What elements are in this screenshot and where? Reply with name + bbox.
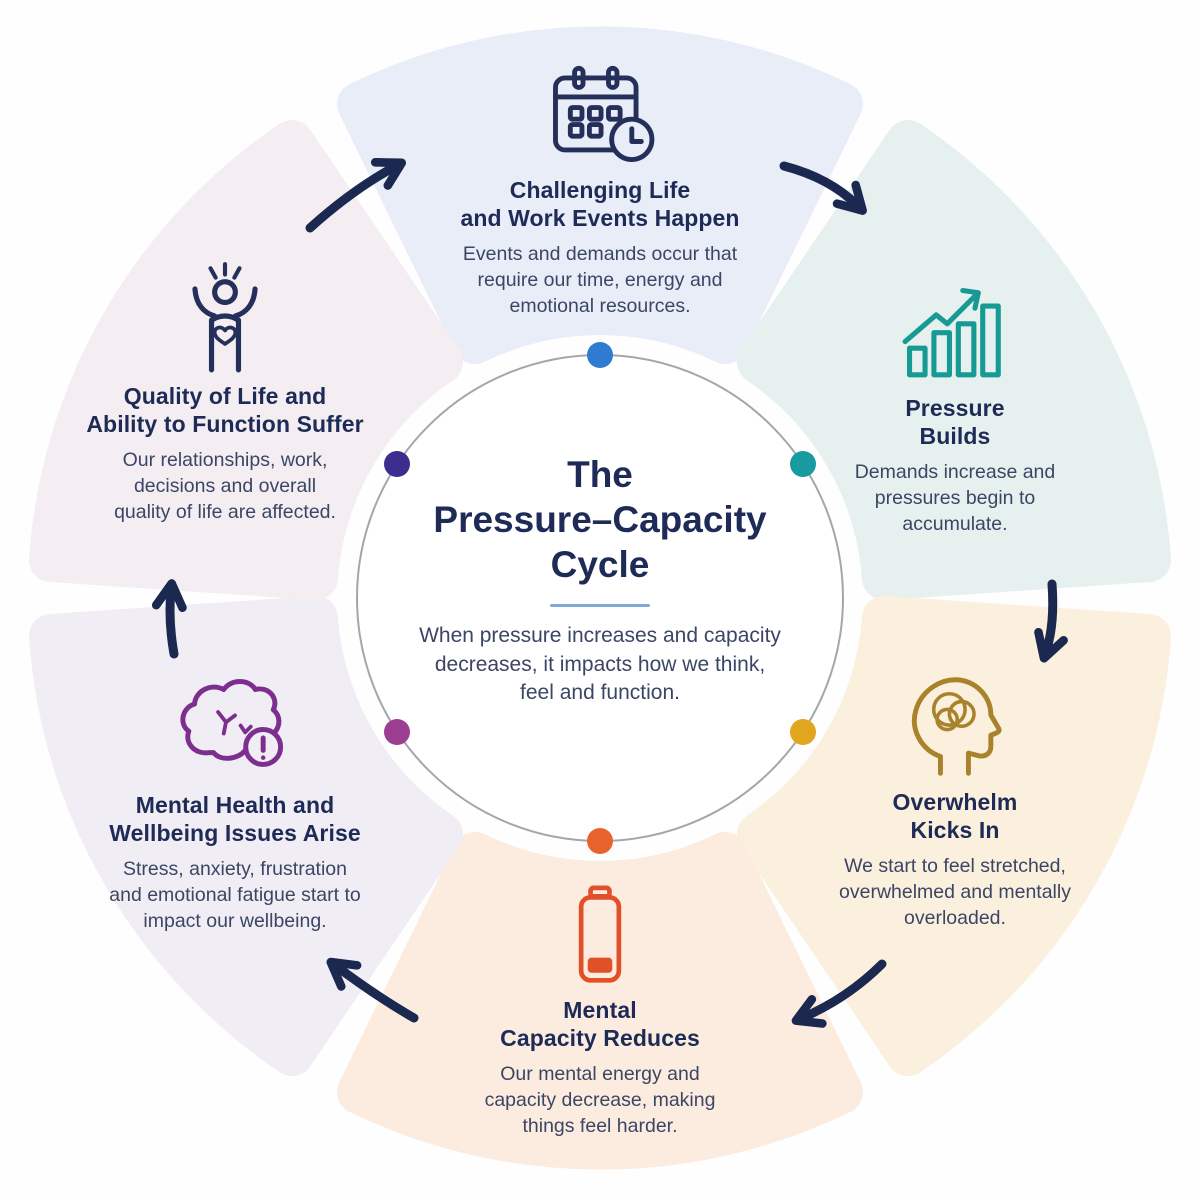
dot-challenging-events [587,342,613,368]
petal-quality-of-life [29,120,463,600]
section-heading: Mental Health and Wellbeing Issues Arise [109,792,361,847]
dot-mental-health [384,719,410,745]
tangled-mind-head-icon [912,677,1002,776]
cycle-arrows [151,158,1068,1028]
person-arms-raised-heart-icon [192,262,258,373]
section-body: Our relationships, work, decisions and o… [114,449,336,523]
section-body: Demands increase and pressures begin to … [854,461,1056,535]
petal-mental-capacity [337,832,863,1170]
arrow-pressure-to-overwhelm [1034,579,1068,663]
section-heading: Challenging Life and Work Events Happen [460,177,740,232]
section-body: Stress, anxiety, frustration and emotion… [109,858,361,932]
section-heading: Overwhelm Kicks In [892,789,1018,844]
section-mental-capacity: Mental Capacity Reduces Our mental energ… [400,884,800,1140]
section-overwhelm: Overwhelm Kicks In We start to feel stre… [790,668,1120,932]
page-title-line1: The [567,454,633,495]
page-title-line3: Cycle [550,544,650,586]
arrow-quality-to-challenging [305,158,407,233]
section-pressure-builds: Pressure Builds Demands increase and pre… [795,266,1115,538]
dot-overwhelm [790,719,816,745]
title-divider [550,604,650,608]
brain-alert-icon [180,679,284,767]
section-body: Events and demands occur that require ou… [462,243,738,317]
section-challenging-events: Challenging Life and Work Events Happen … [390,62,810,320]
section-body: Our mental energy and capacity decrease,… [484,1063,716,1137]
petal-challenging-events [337,26,863,364]
section-mental-health: Mental Health and Wellbeing Issues Arise… [55,676,415,935]
dot-quality-of-life [384,451,410,477]
dot-mental-capacity [587,828,613,854]
section-quality-of-life: Quality of Life and Ability to Function … [35,260,415,526]
calendar-clock-icon [553,65,655,162]
section-heading: Mental Capacity Reduces [500,997,700,1052]
arrow-mentalhealth-to-quality [151,579,187,659]
ring-dots [384,342,816,854]
arrow-overwhelm-to-capacity [791,959,887,1028]
page-title-line2: Pressure–Capacity [433,499,767,541]
section-body: We start to feel stretched, overwhelmed … [839,855,1071,929]
section-heading: Quality of Life and Ability to Function … [86,383,364,438]
low-battery-icon [578,885,622,983]
petal-mental-health [29,596,463,1076]
arrow-capacity-to-mentalhealth [326,957,419,1023]
section-heading: Pressure Builds [905,395,1005,450]
rising-bar-chart-icon [902,287,1001,378]
dot-pressure-builds [790,451,816,477]
petal-overwhelm [737,596,1171,1076]
center-title-block: The Pressure–Capacity Cycle When pressur… [400,452,800,707]
petal-pressure-builds [737,120,1171,600]
arrow-challenging-to-pressure [779,161,867,215]
center-description: When pressure increases and capacity dec… [419,624,781,704]
page-title: The Pressure–Capacity Cycle [400,452,800,587]
